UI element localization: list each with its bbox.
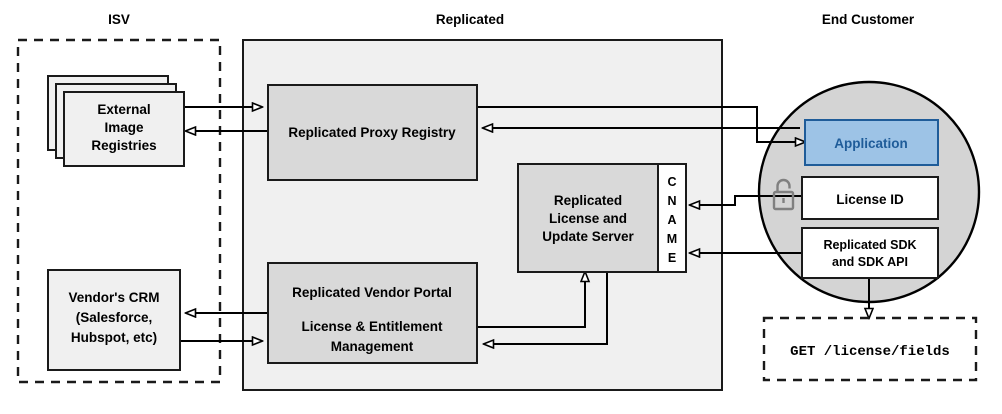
cname-letter-e: E [668,251,676,265]
vendor-portal-label-line-1: Replicated Vendor Portal [292,285,452,300]
cname-letter-m: M [667,232,677,246]
registries-label-line-1: External [97,102,150,117]
stack-sheet-front [63,91,185,167]
unlocked-padlock-icon [772,178,795,211]
zone-isv [16,38,222,384]
application-box [804,119,939,166]
vendor-portal-label-line-3: Management [331,339,414,354]
connector-licenseid-to-cname [690,195,802,205]
connector-portal-to-license-server [478,272,585,328]
api-request-label: GET /license/fields [790,344,950,360]
connector-proxy-to-application [477,106,805,142]
proxy-registry-label: Replicated Proxy Registry [288,125,456,140]
sdk-label-line-2: and SDK API [832,255,908,269]
vendor-portal-label-line-2: License & Entitlement [301,319,443,334]
vendors-crm-node[interactable]: Vendor's CRM (Salesforce, Hubspot, etc) [47,269,181,371]
replicated-sdk-node[interactable]: Replicated SDK and SDK API [801,227,939,279]
external-image-registries-node[interactable]: External Image Registries [47,75,185,167]
api-request-node[interactable]: GET /license/fields [762,316,978,382]
registries-label-line-3: Registries [91,138,156,153]
cname-letter-c: C [667,175,676,189]
cname-strip-box [657,163,687,273]
application-node[interactable]: Application [804,119,939,166]
proxy-registry-box [267,84,478,181]
replicated-sdk-box [801,227,939,279]
cname-letter-n: N [667,194,676,208]
zone-title-end-customer: End Customer [822,12,915,27]
cname-strip-node[interactable]: C N A M E [657,163,687,273]
license-server-label-line-1: Replicated [554,193,622,208]
vendors-crm-box [47,269,181,371]
vendor-portal-box [267,262,478,364]
crm-label-line-2: (Salesforce, [76,310,153,325]
crm-label-line-3: Hubspot, etc) [71,330,157,345]
proxy-registry-node[interactable]: Replicated Proxy Registry [267,84,478,181]
registries-label-line-2: Image [104,120,144,135]
crm-label-line-1: Vendor's CRM [69,290,160,305]
zone-title-isv: ISV [108,12,130,27]
license-id-label: License ID [836,192,904,207]
license-id-box [801,176,939,220]
application-label: Application [834,136,908,151]
zone-title-replicated: Replicated [436,12,504,27]
license-id-node[interactable]: License ID [801,176,939,220]
connector-license-server-to-portal [484,272,608,344]
license-server-label-line-3: Update Server [542,229,634,244]
license-update-server-node[interactable]: Replicated License and Update Server [517,163,659,273]
sdk-label-line-1: Replicated SDK [823,238,916,252]
api-request-box [762,316,978,382]
cname-letter-a: A [667,213,676,227]
license-server-label-line-2: License and [549,211,627,226]
vendor-portal-node[interactable]: Replicated Vendor Portal License & Entit… [267,262,478,364]
